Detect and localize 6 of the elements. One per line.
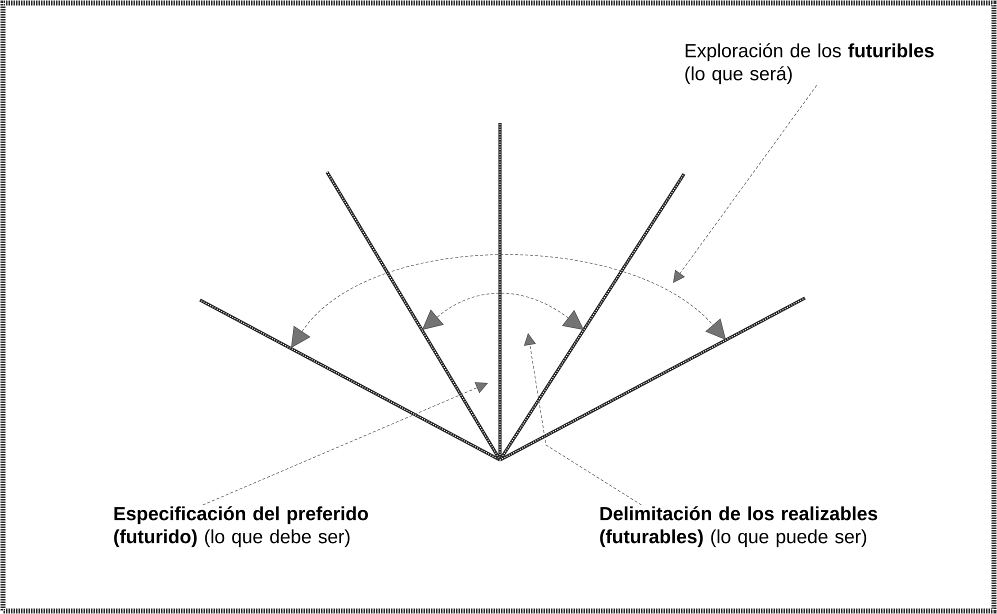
leader-arrow (202, 382, 488, 506)
note-text: Exploración de los futuribles (lo que será) (685, 43, 934, 84)
note-text: Delimitación de los realizables (futurables) (lo que puede ser) (600, 506, 878, 548)
leader-arrow (673, 85, 817, 283)
note-text: Especificación del preferido (futurido) (lo que debe ser) (114, 506, 368, 548)
leader-arrow (524, 333, 642, 506)
